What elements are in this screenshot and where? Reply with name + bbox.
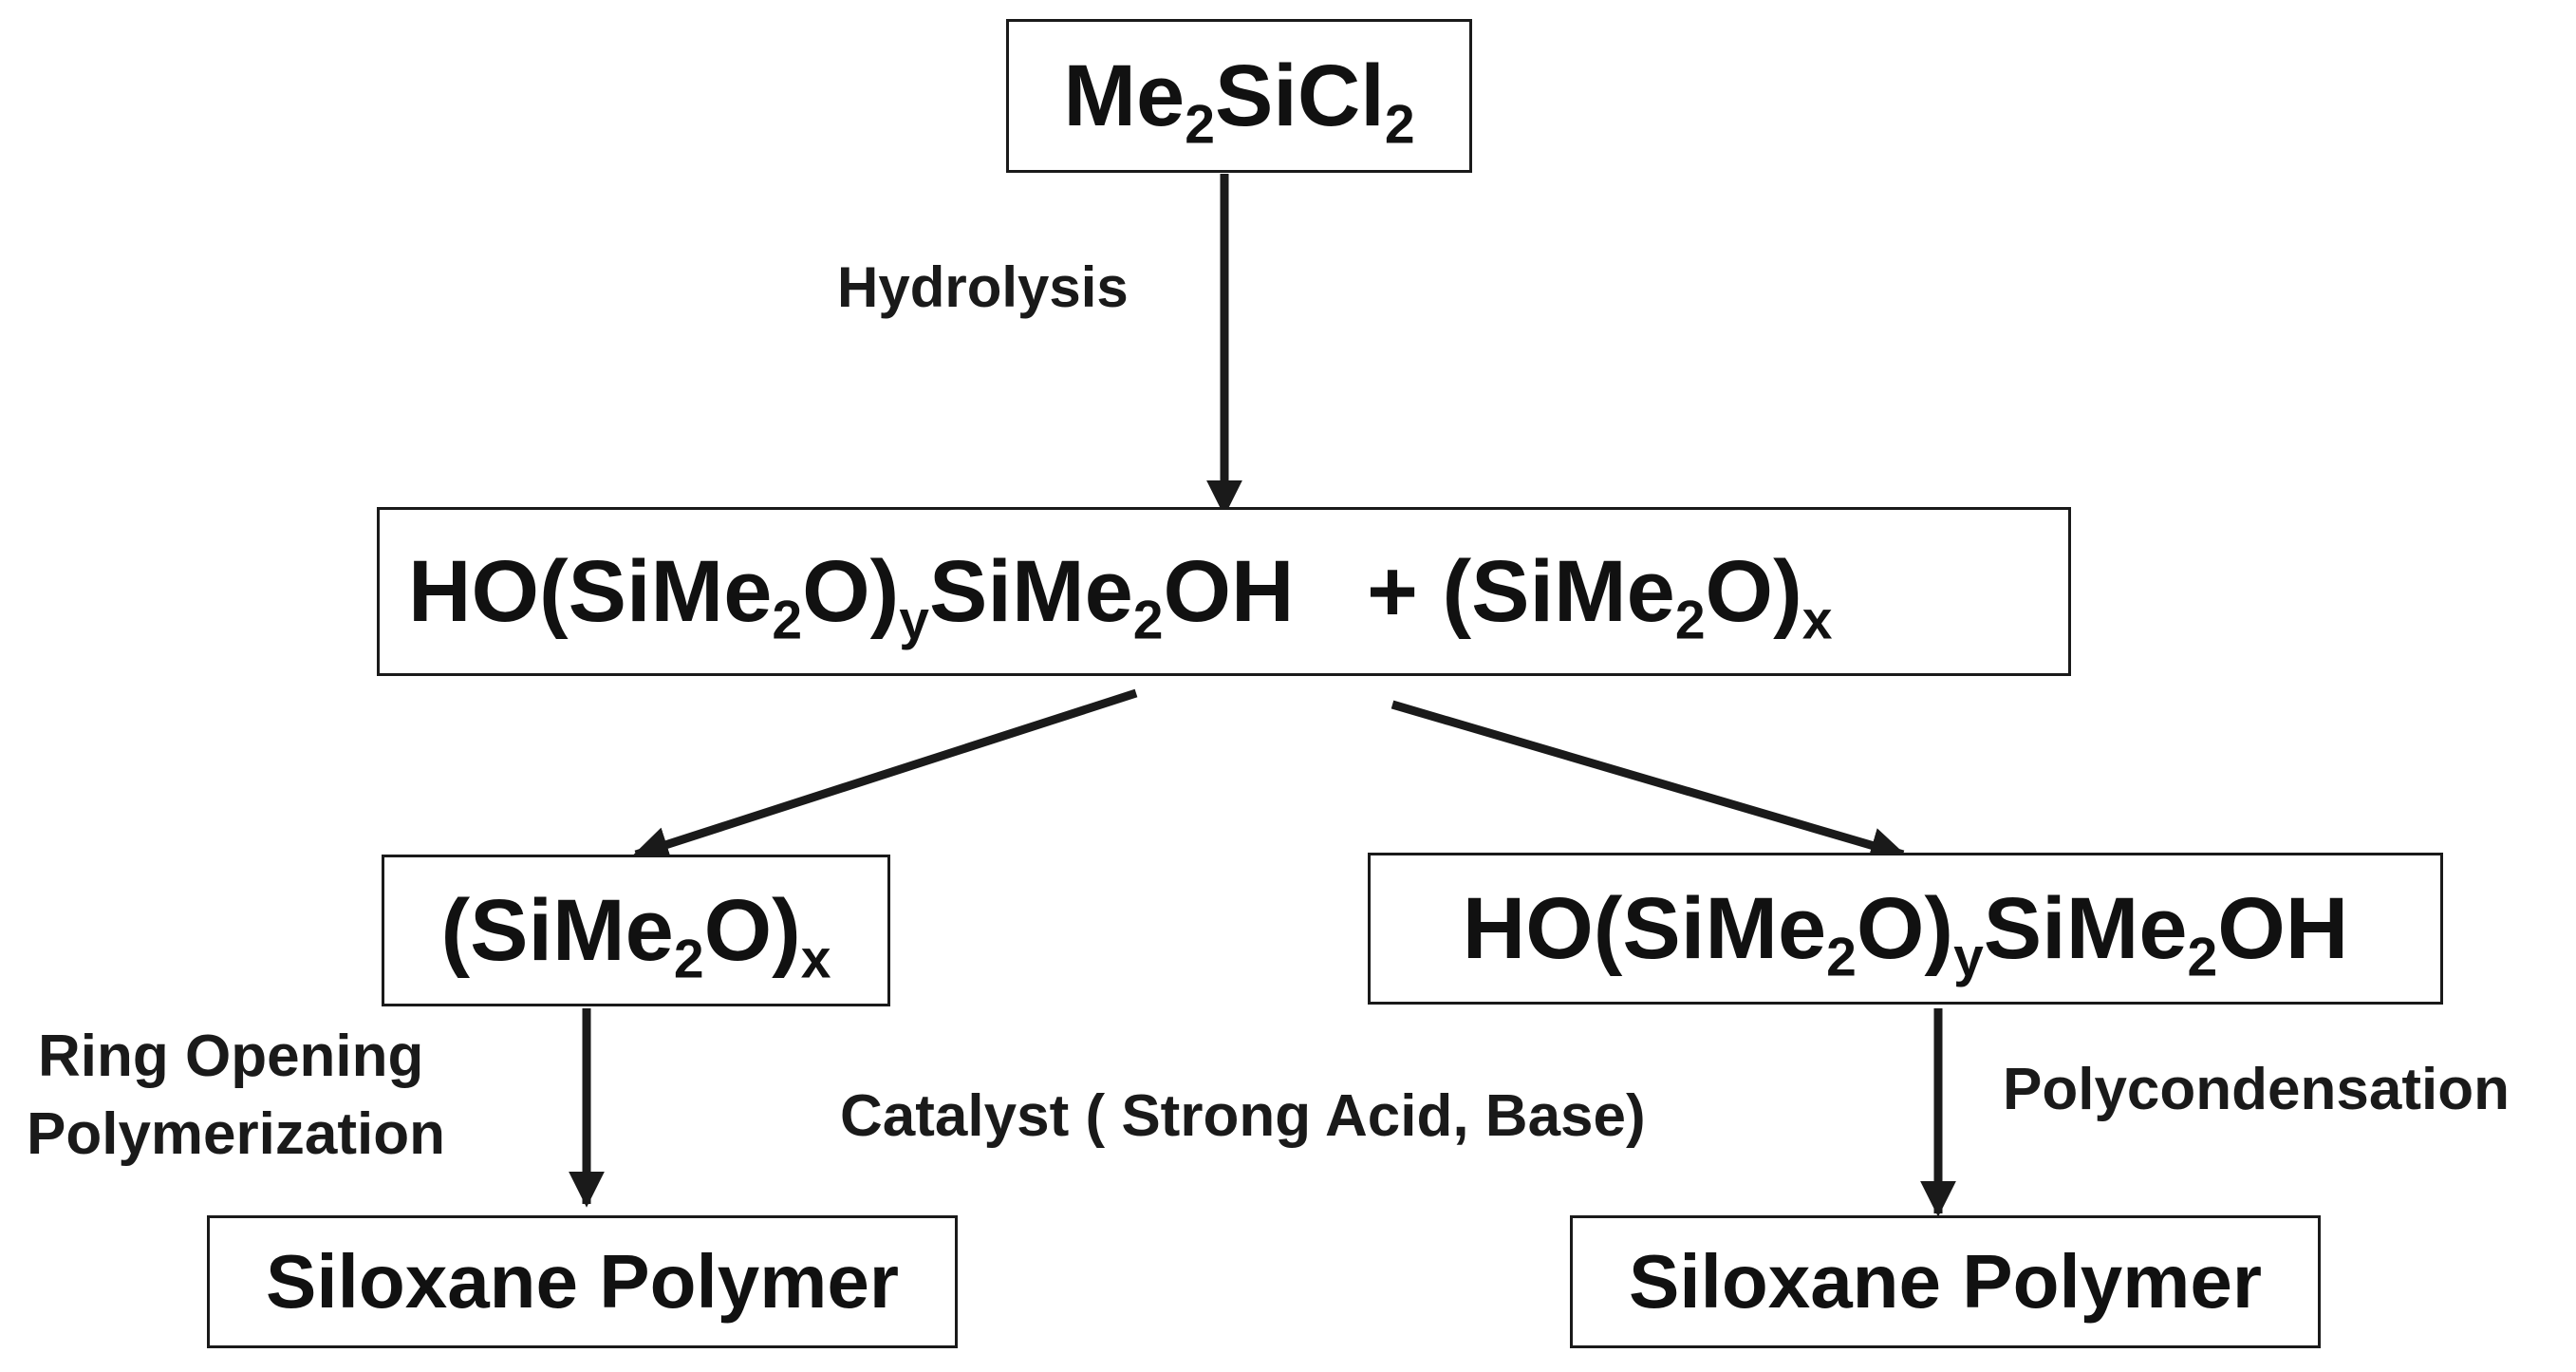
label-line-1: Ring Opening xyxy=(38,1024,424,1089)
node-hydrolysis-products: HO(SiMe2O)ySiMe2OH + (SiMe2O)x xyxy=(377,507,2071,676)
formula-text: HO(SiMe2O)ySiMe2OH xyxy=(1462,879,2349,987)
label-hydrolysis: Hydrolysis xyxy=(837,255,1129,319)
node-dimethyldichlorosilane: Me2SiCl2 xyxy=(1006,19,1472,173)
label-line-2: Polymerization xyxy=(27,1101,445,1167)
label-ring-opening-polymerization: Ring Opening Polymerization xyxy=(27,1018,445,1174)
node-siloxane-polymer-right: Siloxane Polymer xyxy=(1570,1215,2321,1348)
label-catalyst: Catalyst ( Strong Acid, Base) xyxy=(840,1083,1646,1149)
formula-text: (SiMe2O)x xyxy=(440,881,831,989)
arrow-to-cyclic xyxy=(632,688,1138,862)
formula-text: HO(SiMe2O)ySiMe2OH + (SiMe2O)x xyxy=(408,542,1833,650)
arrow-to-linear xyxy=(1391,700,1907,863)
node-cyclic-siloxane: (SiMe2O)x xyxy=(382,855,890,1006)
label-polycondensation: Polycondensation xyxy=(2003,1057,2510,1122)
formula-text: Me2SiCl2 xyxy=(1063,47,1415,155)
node-linear-silanol: HO(SiMe2O)ySiMe2OH xyxy=(1368,853,2443,1005)
product-text: Siloxane Polymer xyxy=(1629,1239,2262,1324)
product-text: Siloxane Polymer xyxy=(266,1239,899,1324)
node-siloxane-polymer-left: Siloxane Polymer xyxy=(207,1215,958,1348)
